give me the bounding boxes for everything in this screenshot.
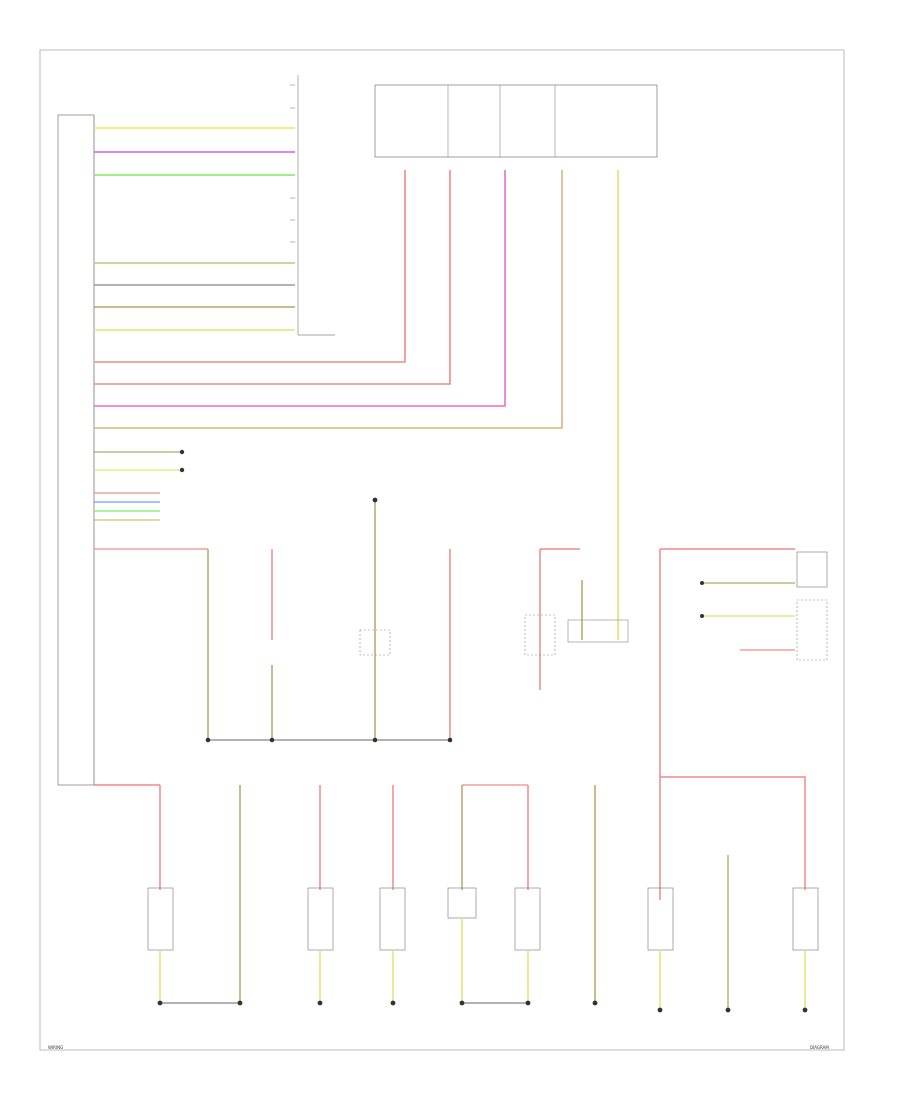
mid-component-2 <box>524 614 556 656</box>
diagram-frame <box>39 49 845 1051</box>
lower-components <box>147 887 819 951</box>
left-connector <box>57 114 95 786</box>
middle-wires <box>207 500 583 740</box>
footer-right-label: DIAGRAM <box>810 1045 829 1050</box>
fuse-feed-wires <box>94 170 619 640</box>
footer-left-label: WIRING <box>48 1045 64 1050</box>
fuse-box <box>374 84 658 158</box>
right-module <box>796 551 828 588</box>
mid-component-3 <box>567 619 629 643</box>
upper-wires <box>94 127 295 331</box>
mid-component-1 <box>359 629 391 656</box>
stub-wires <box>94 451 208 550</box>
